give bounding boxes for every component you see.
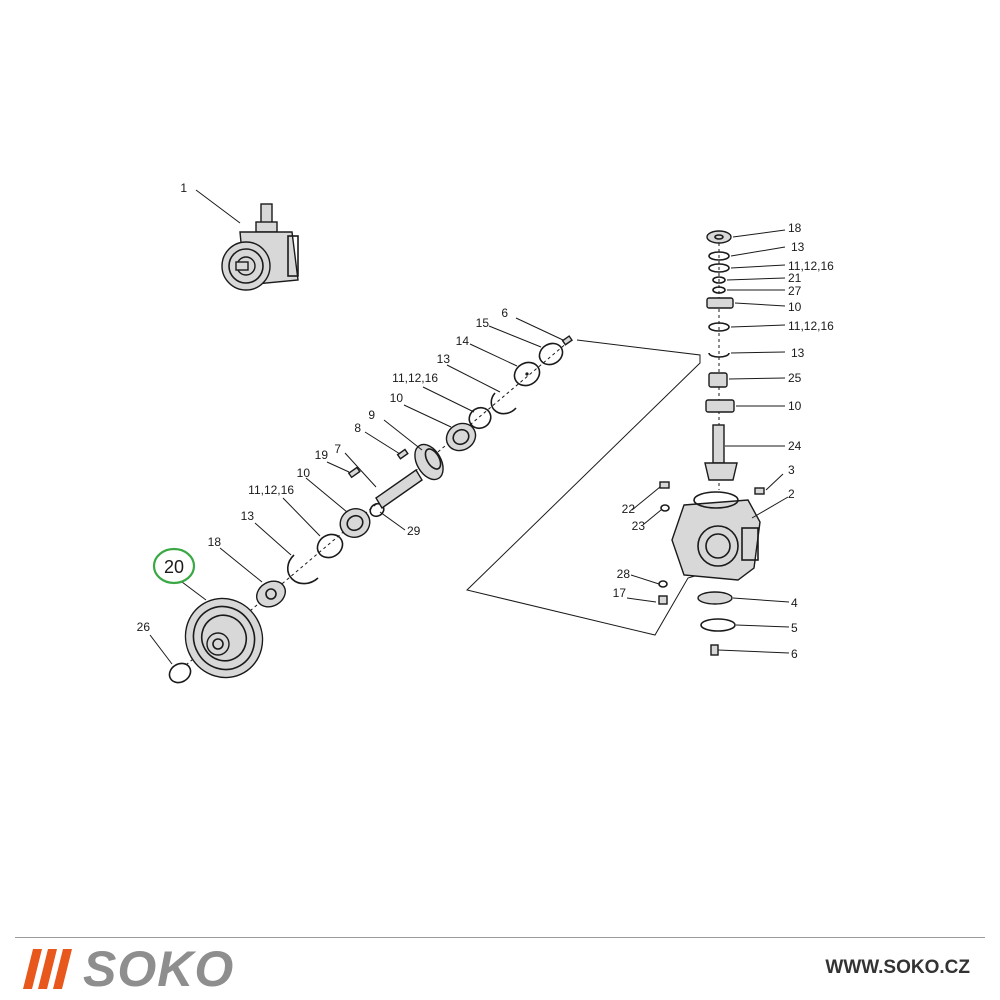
label-part-13-mid: 13 [437,352,451,366]
label-part-3: 3 [788,463,795,477]
shaft-assembly-parts [168,335,573,684]
label-part-14: 14 [456,334,470,348]
label-part-17: 17 [613,586,627,600]
label-part-28: 28 [617,567,631,581]
label-part-21: 21 [788,271,802,285]
label-part-18-right: 18 [788,221,802,235]
brand-name: SOKO [83,941,235,997]
label-part-6-bottom: 6 [791,647,798,661]
part-labels: 1 2 3 4 5 6 6 7 8 9 10 10 10 10 11,12,16… [137,181,835,661]
label-part-11-12-16-mid: 11,12,16 [392,371,438,385]
assembled-gearbox-drawing [221,203,299,291]
label-part-11-12-16-left: 11,12,16 [248,483,294,497]
label-part-22: 22 [622,502,636,516]
label-part-11-12-16-right-top: 11,12,16 [788,259,834,273]
label-part-13-right-top: 13 [791,240,805,254]
label-part-6-top: 6 [501,306,508,320]
label-part-20-highlighted: 20 [164,557,184,577]
brand-logo[interactable]: SOKO [23,941,235,997]
label-part-1: 1 [180,181,187,195]
label-part-15: 15 [476,316,490,330]
label-part-18-left: 18 [208,535,222,549]
label-part-19: 19 [315,448,329,462]
label-part-11-12-16-right: 11,12,16 [788,319,834,333]
label-part-13-right: 13 [791,346,805,360]
highlight-circle [152,547,196,585]
label-part-10-mid: 10 [390,391,404,405]
label-part-7: 7 [334,442,341,456]
label-part-23: 23 [632,519,646,533]
website-link[interactable]: WWW.SOKO.CZ [825,957,970,978]
logo-stripe-icon [53,949,72,989]
label-part-25: 25 [788,371,802,385]
footer-divider [15,937,985,938]
label-part-10-upper-right: 10 [788,300,802,314]
label-part-26: 26 [137,620,151,634]
label-part-27: 27 [788,284,802,298]
label-part-29: 29 [407,524,421,538]
gearbox-housing-drawing [658,481,765,656]
leader-lines [149,189,790,665]
label-part-24: 24 [788,439,802,453]
label-part-9: 9 [368,408,375,422]
label-part-4: 4 [791,596,798,610]
vertical-shaft-parts [704,230,738,481]
label-part-13-left: 13 [241,509,255,523]
label-part-2: 2 [788,487,795,501]
label-part-10-left: 10 [297,466,311,480]
label-part-5: 5 [791,621,798,635]
label-part-10-lower-right: 10 [788,399,802,413]
label-part-8: 8 [354,421,361,435]
